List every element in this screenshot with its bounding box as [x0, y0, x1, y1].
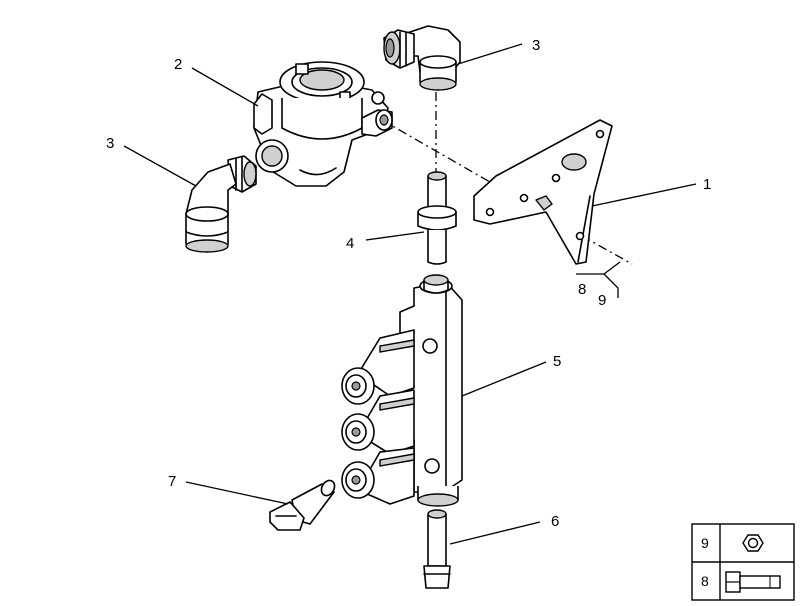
part-1-mounting-bracket	[473, 119, 613, 265]
part-4-connector	[417, 171, 457, 265]
fastener-legend: 9 8	[691, 523, 795, 601]
part-5-valve-manifold	[341, 274, 463, 507]
callout-1: 1	[703, 176, 711, 193]
legend-label-8: 8	[701, 573, 709, 589]
callout-4: 4	[346, 235, 354, 252]
callout-8: 8	[578, 281, 586, 298]
part-3-elbow-fitting-lower	[185, 155, 257, 253]
fastener-8-9-indicator	[576, 261, 621, 298]
callout-2: 2	[174, 56, 182, 73]
part-3-elbow-fitting-upper	[383, 25, 461, 91]
callouts: 2 3 3 4 1 5 6 7 8 9	[106, 37, 711, 530]
callout-3-lower: 3	[106, 135, 114, 152]
assembly-axes	[381, 92, 633, 265]
hex-nut-icon	[742, 534, 764, 552]
callout-7: 7	[168, 473, 176, 490]
legend-label-9: 9	[701, 535, 709, 551]
callout-3-upper: 3	[532, 37, 540, 54]
leader-lines	[123, 43, 697, 545]
callout-6: 6	[551, 513, 559, 530]
callout-9: 9	[598, 292, 606, 309]
part-6-hose-connector	[423, 509, 451, 589]
callout-5: 5	[553, 353, 561, 370]
part-7-plug	[269, 479, 336, 531]
part-2-valve-body	[253, 61, 393, 187]
hex-bolt-icon	[725, 571, 781, 593]
